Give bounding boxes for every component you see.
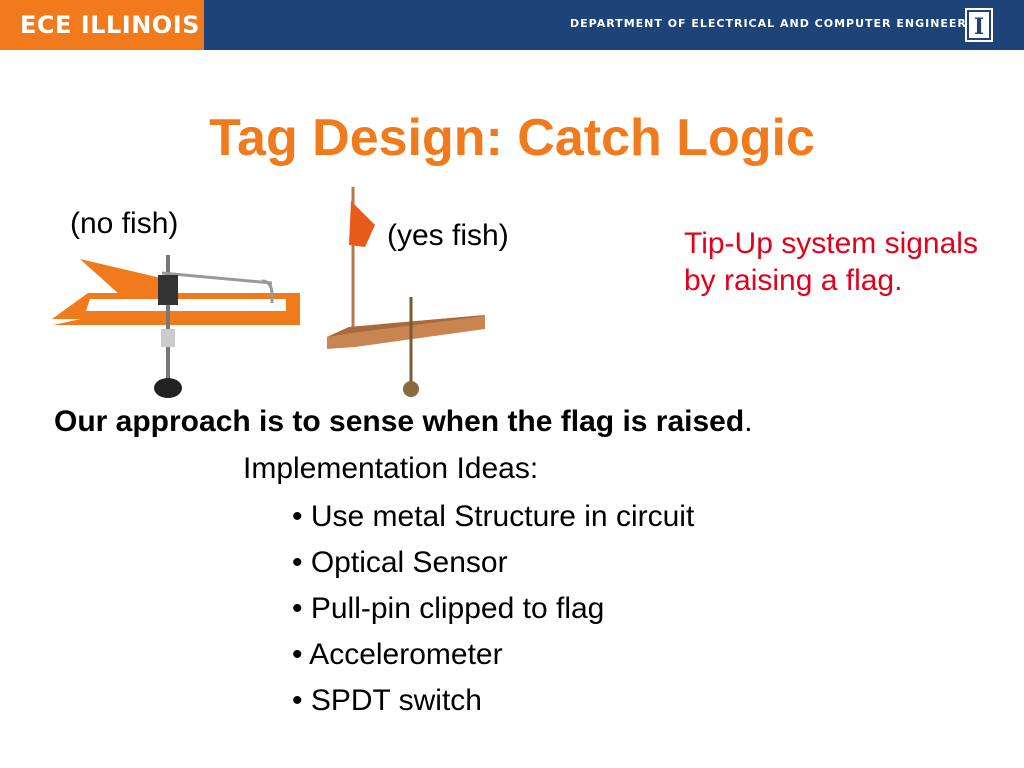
block-i-icon: I	[965, 8, 993, 42]
idea-optical-sensor: • Optical Sensor	[292, 546, 508, 579]
approach-bold-text: Our approach is to sense when the flag i…	[54, 405, 745, 438]
header-bar: ECE ILLINOIS DEPARTMENT OF ELECTRICAL AN…	[0, 0, 1024, 50]
tipup-signal-note: Tip-Up system signals by raising a flag.	[684, 227, 978, 297]
tipup-flag-down-image	[52, 255, 300, 398]
implementation-heading: Implementation Ideas:	[243, 452, 539, 485]
caption-no-fish: (no fish)	[70, 207, 179, 240]
tipup-flag-up-image	[327, 187, 485, 397]
approach-statement: Our approach is to sense when the flag i…	[54, 405, 753, 439]
idea-metal-structure: • Use metal Structure in circuit	[292, 500, 695, 533]
department-name: DEPARTMENT OF ELECTRICAL AND COMPUTER EN…	[570, 17, 993, 30]
ideas-list: • Use metal Structure in circuit • Optic…	[292, 497, 694, 727]
block-i-letter: I	[974, 14, 984, 40]
slide-title: Tag Design: Catch Logic	[209, 109, 815, 167]
idea-spdt-switch: • SPDT switch	[292, 684, 482, 717]
ece-illinois-logo: ECE ILLINOIS	[0, 0, 204, 50]
approach-period: .	[744, 405, 753, 438]
idea-accelerometer: • Accelerometer	[292, 638, 503, 671]
caption-yes-fish: (yes fish)	[387, 219, 509, 252]
idea-pull-pin: • Pull-pin clipped to flag	[292, 592, 605, 625]
